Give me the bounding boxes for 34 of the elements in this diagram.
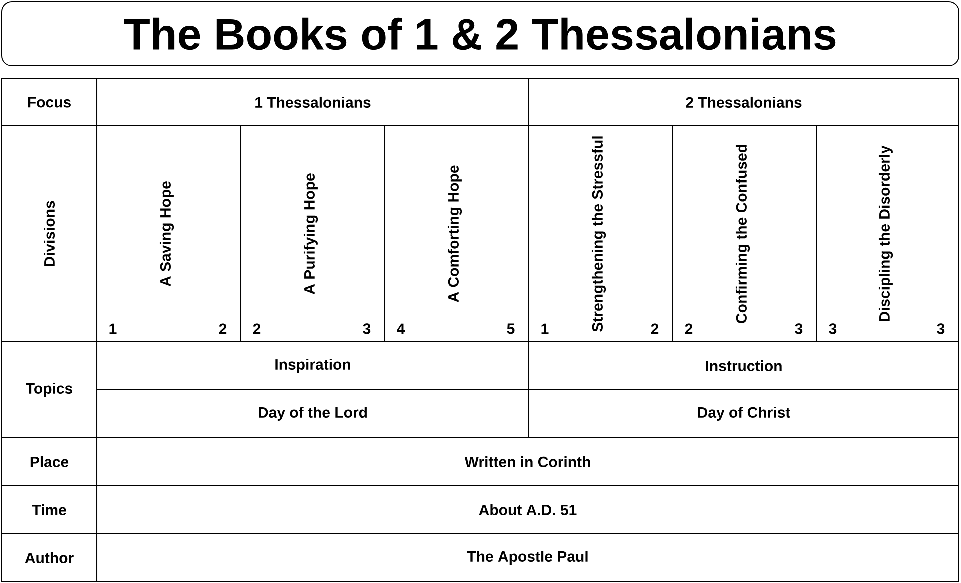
division-title: Confirming the Confused (736, 145, 750, 324)
chapter-number: 2 (253, 324, 261, 334)
row-header: Place (30, 456, 69, 468)
table-entry: Inspiration (276, 359, 350, 373)
table-entry: Instruction (706, 360, 782, 372)
chapter-number: 3 (829, 324, 837, 334)
division-title: Strengthening the Stressful (592, 136, 606, 332)
chapter-number: 1 (110, 324, 117, 334)
column-header: 1 Thessalonians (256, 96, 371, 108)
chapter-number: 2 (651, 324, 659, 334)
chapter-number: 2 (685, 324, 693, 334)
chapter-number: 2 (219, 324, 227, 334)
table-entry: About A.D. 51 (479, 504, 577, 516)
row-header: Topics (26, 383, 72, 397)
table-entry: Day of Christ (698, 407, 790, 421)
division-title: A Saving Hope (160, 182, 174, 287)
chapter-number: 3 (795, 324, 803, 334)
chapter-number: 5 (507, 324, 515, 334)
chapter-number: 4 (397, 324, 406, 334)
table-entry: Written in Corinth (464, 456, 590, 468)
row-header: Author (25, 552, 74, 564)
row-header: Time (32, 504, 66, 516)
table-entry: Day of the Lord (259, 407, 367, 421)
division-title: A Purifying Hope (304, 174, 318, 294)
division-title: Discipling the Disorderly (878, 146, 894, 322)
row-header: Focus (28, 97, 71, 108)
row-header: Divisions (44, 201, 56, 266)
column-header: 2 Thessalonians (686, 96, 802, 108)
chapter-number: 3 (363, 324, 371, 334)
chapter-number: 1 (542, 324, 549, 334)
table-entry: The Apostle Paul (467, 551, 588, 565)
division-title: A Comforting Hope (448, 166, 462, 302)
chapter-number: 3 (937, 324, 945, 334)
title-banner: The Books of 1 & 2 Thessalonians (2, 2, 960, 66)
